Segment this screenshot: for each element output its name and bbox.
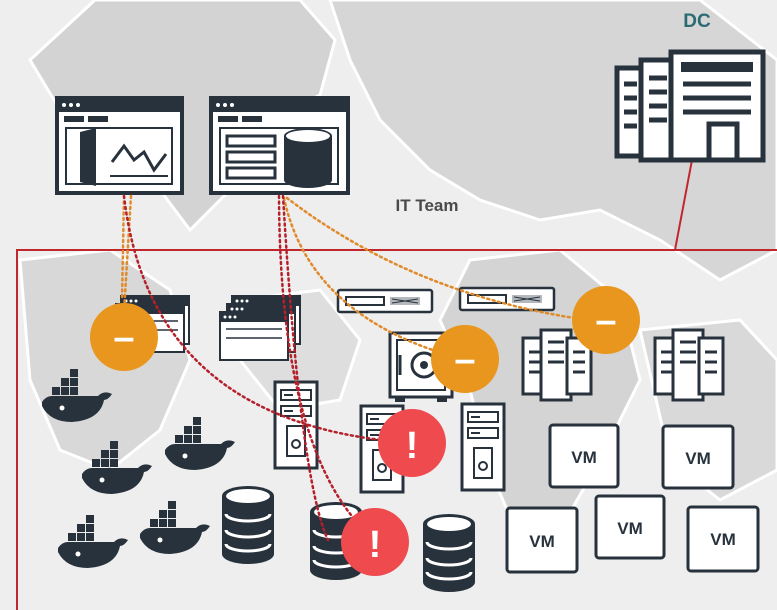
- warning-connection-line: [122, 194, 133, 314]
- dc-label: DC: [683, 11, 711, 32]
- vm-box: VM: [661, 424, 735, 490]
- connection-lines: [120, 194, 605, 542]
- server-rack-icon: [653, 328, 725, 402]
- warning-marker[interactable]: –: [431, 325, 499, 393]
- alert-marker[interactable]: !: [341, 508, 409, 576]
- it-team-label: IT Team: [396, 196, 459, 215]
- database-icon: [421, 512, 477, 594]
- warning-symbol: –: [595, 300, 616, 342]
- vm-label: VM: [710, 530, 736, 549]
- alert-symbol: !: [369, 524, 382, 566]
- environment-boundary: [16, 249, 777, 610]
- vm-box: VM: [548, 423, 620, 489]
- monitoring-dashboard-icon: [55, 96, 184, 195]
- vm-label: VM: [529, 532, 555, 551]
- alert-connection-line: [122, 194, 402, 444]
- alert-symbol: !: [406, 425, 419, 467]
- warning-symbol: –: [113, 317, 134, 359]
- vm-box: VM: [505, 506, 579, 574]
- warning-symbol: –: [454, 339, 475, 381]
- vm-box: VM: [686, 505, 760, 573]
- warning-marker[interactable]: –: [572, 286, 640, 354]
- warning-connection-line: [285, 196, 605, 324]
- alert-connection-line: [281, 194, 330, 542]
- datacenter-building-icon: [614, 49, 766, 163]
- database-dashboard-icon: [209, 96, 350, 195]
- vm-box: VM: [594, 494, 666, 560]
- warning-marker[interactable]: –: [90, 303, 158, 371]
- vm-label: VM: [571, 448, 597, 467]
- alert-connection-line: [277, 194, 377, 542]
- dc-connection-line: [674, 159, 693, 251]
- alert-marker[interactable]: !: [378, 409, 446, 477]
- vm-label: VM: [617, 519, 643, 538]
- tower-server-icon: [460, 402, 506, 492]
- vm-label: VM: [685, 449, 711, 468]
- network-switch-icon: [458, 286, 556, 312]
- database-icon: [220, 484, 276, 566]
- warning-connection-line: [120, 194, 126, 302]
